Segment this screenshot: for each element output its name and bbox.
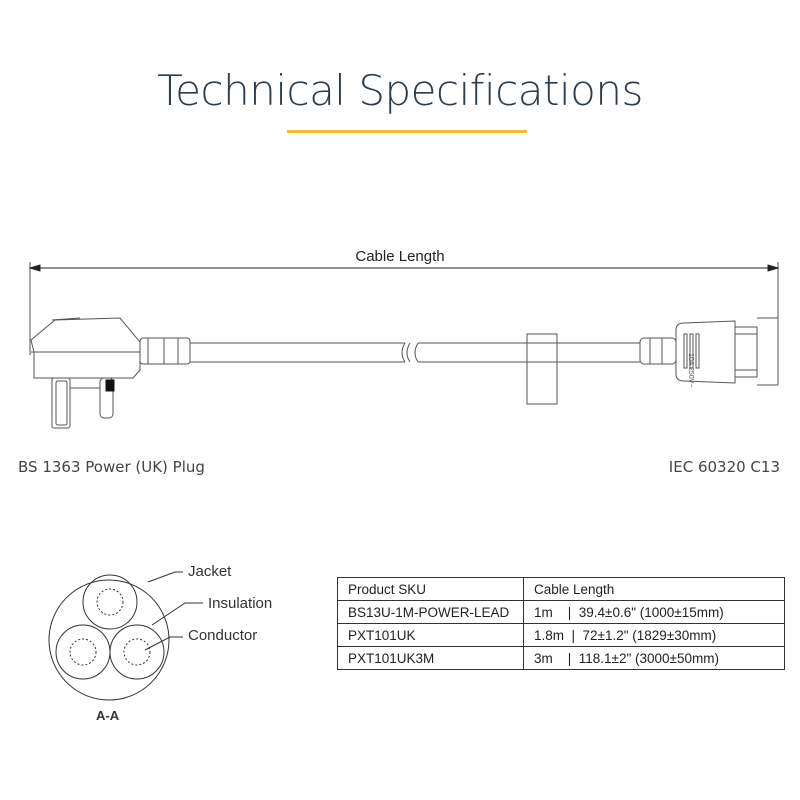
connector-rating-text: 10A 250V~: [687, 353, 694, 388]
cable-clip: [526, 333, 558, 405]
sku-cell: PXT101UK3M: [337, 646, 524, 670]
title-underline: [287, 130, 527, 133]
jacket-label: Jacket: [188, 563, 232, 580]
header-sku: Product SKU: [337, 577, 524, 601]
cable-length-label: Cable Length: [355, 248, 445, 265]
sku-cell: BS13U-1M-POWER-LEAD: [337, 600, 524, 624]
conductor-label: Conductor: [188, 627, 258, 644]
length-cell: 1m | 39.4±0.6" (1000±15mm): [523, 600, 785, 624]
plug-label: BS 1363 Power (UK) Plug: [18, 458, 205, 476]
page-title: Technical Specifications: [157, 66, 643, 115]
uk-plug-icon: [30, 317, 191, 429]
header-length: Cable Length: [523, 577, 785, 601]
connector-label: IEC 60320 C13: [668, 458, 780, 476]
cross-section-icon: [48, 571, 203, 701]
length-cell: 3m | 118.1±2" (3000±50mm): [523, 646, 785, 670]
cable-cord: [190, 333, 640, 405]
insulation-label: Insulation: [208, 595, 273, 612]
section-label: A-A: [96, 708, 120, 723]
dimension-line: [28, 262, 780, 355]
length-cell: 1.8m | 72±1.2" (1829±30mm): [523, 623, 785, 647]
sku-cell: PXT101UK: [337, 623, 524, 647]
c13-connector-icon: [639, 317, 779, 386]
